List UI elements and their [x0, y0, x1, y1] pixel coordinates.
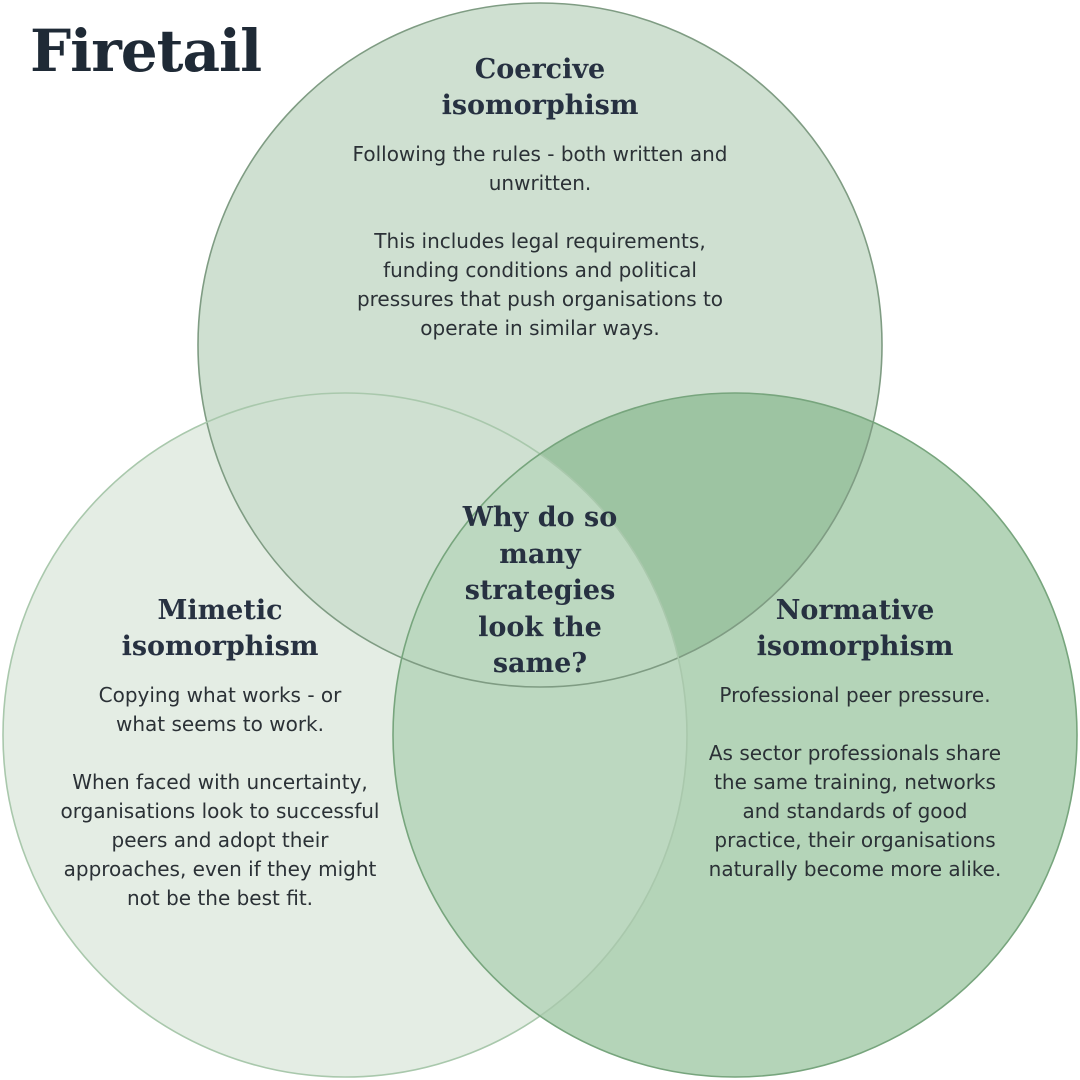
center-question: Why do so many strategies look the same? [462, 502, 618, 679]
center-overlap [393, 393, 687, 687]
mimetic-desc-1: Copying what works - or what seems to wo… [98, 683, 342, 736]
coercive-normative-overlap [393, 393, 882, 687]
normative-desc-1: Professional peer pressure. [719, 683, 991, 707]
coercive-title: Coercive isomorphism [441, 54, 639, 121]
mimetic-block: Mimetic isomorphism Copying what works -… [40, 593, 400, 913]
coercive-outline [197, 2, 883, 688]
coercive-description: Following the rules - both written and u… [335, 140, 745, 343]
mimetic-desc-2: When faced with uncertainty, organisatio… [60, 770, 380, 910]
normative-description: Professional peer pressure. As sector pr… [680, 681, 1030, 884]
normative-outline [392, 392, 1078, 1078]
mimetic-title: Mimetic isomorphism [121, 595, 319, 662]
coercive-desc-1: Following the rules - both written and u… [352, 142, 728, 195]
normative-block: Normative isomorphism Professional peer … [680, 593, 1030, 884]
normative-desc-2: As sector professionals share the same t… [708, 741, 1002, 881]
coercive-desc-2: This includes legal requirements, fundin… [356, 229, 724, 340]
mimetic-description: Copying what works - or what seems to wo… [40, 681, 400, 913]
mimetic-outline [2, 392, 688, 1078]
normative-title: Normative isomorphism [756, 595, 954, 662]
firetail-logo: Firetail [30, 17, 262, 85]
coercive-block: Coercive isomorphism Following the rules… [335, 52, 745, 343]
